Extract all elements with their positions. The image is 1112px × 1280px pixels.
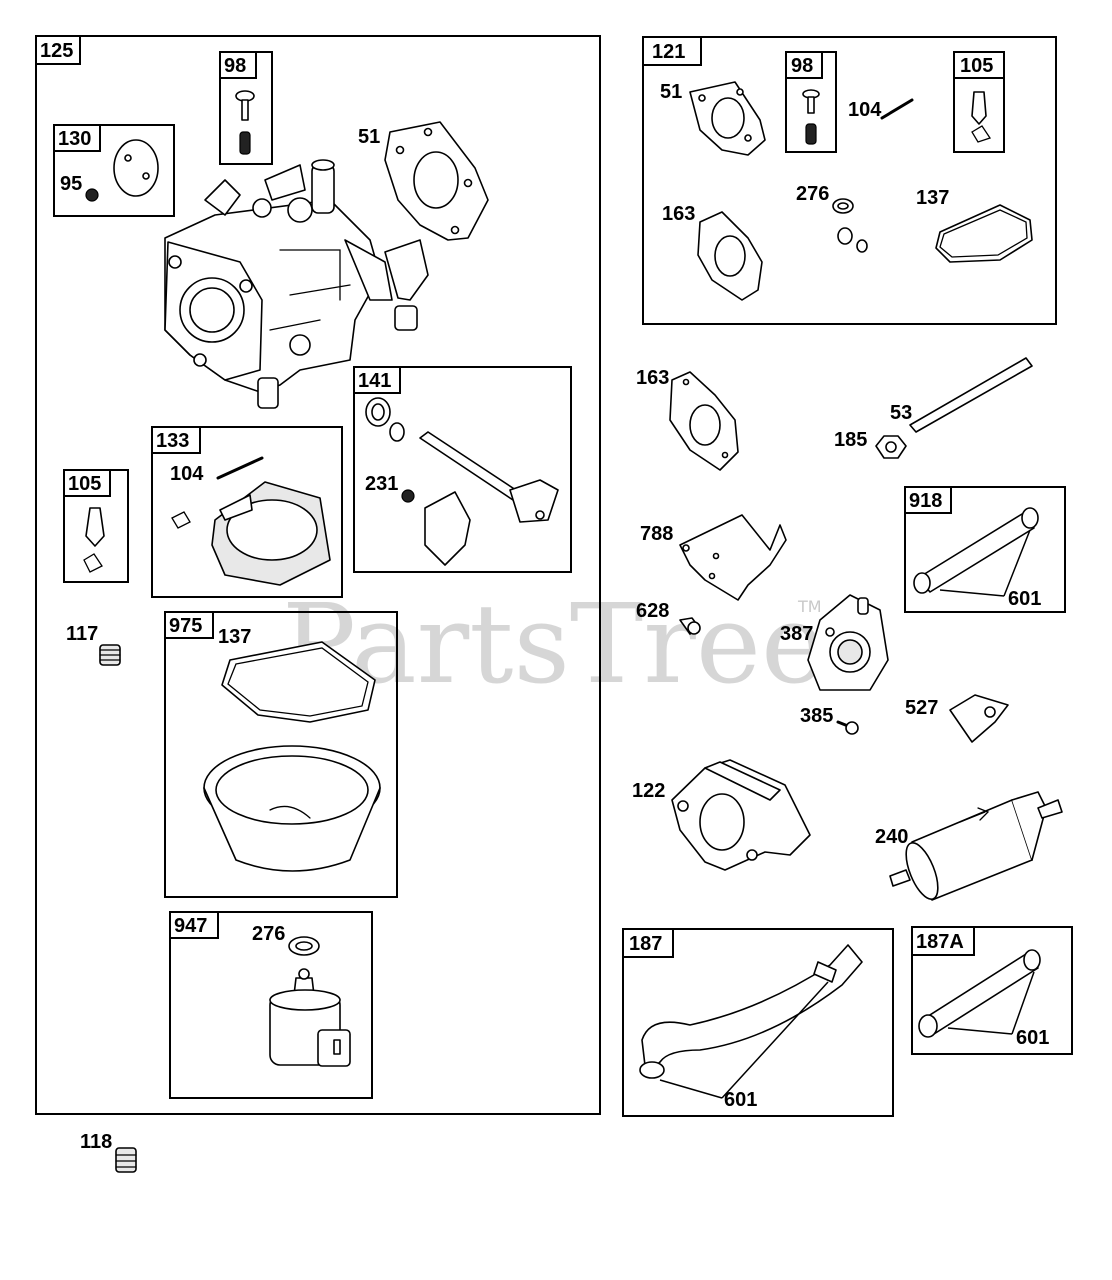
part-788-label: 788	[640, 523, 673, 545]
part-163-right-label: 163	[662, 203, 695, 225]
group-947[interactable]: 947 276	[169, 911, 373, 1099]
nut-185-part	[875, 435, 907, 459]
float-bowl-part	[203, 745, 381, 872]
group-98-left[interactable]: 98	[219, 51, 273, 165]
spacer-122-part	[671, 759, 811, 871]
watermark-trademark: TM	[797, 597, 822, 616]
group-187a-label: 187A	[916, 931, 964, 953]
fuel-pump-387-part	[807, 594, 889, 691]
gasket-51-right-part	[689, 81, 766, 156]
washer-part	[389, 422, 405, 442]
group-125[interactable]: 125	[35, 35, 601, 1115]
part-137-left-label: 137	[218, 626, 251, 648]
group-918[interactable]: 918 601	[904, 486, 1066, 613]
group-133-label: 133	[156, 430, 189, 452]
bracket-788-part	[679, 514, 787, 601]
screw-385-part	[836, 720, 859, 735]
group-975-label: 975	[169, 615, 202, 637]
part-276-right-label: 276	[796, 183, 829, 205]
screw-part	[235, 90, 255, 155]
fuel-line-187-part	[641, 944, 863, 1075]
part-601-b-label: 601	[724, 1089, 757, 1111]
screw-628-part	[679, 617, 701, 635]
part-118-label: 118	[80, 1131, 112, 1153]
part-117-label: 117	[66, 623, 98, 645]
group-187a[interactable]: 187A 601	[911, 926, 1073, 1055]
group-98-left-label: 98	[224, 55, 246, 77]
group-121-label: 121	[652, 41, 685, 63]
part-122-label: 122	[632, 780, 665, 802]
part-601-a-label: 601	[1008, 588, 1041, 610]
part-137-right-label: 137	[916, 187, 949, 209]
group-133[interactable]: 133 104	[151, 426, 343, 598]
fuel-line-187a-part	[921, 953, 1039, 1035]
group-187[interactable]: 187 601	[622, 928, 894, 1117]
part-104-left-label: 104	[170, 463, 204, 485]
group-141-label: 141	[358, 370, 391, 392]
carburetor-body-part	[164, 159, 429, 409]
group-947-label: 947	[174, 915, 207, 937]
fuel-solenoid-part	[269, 968, 351, 1067]
group-975[interactable]: 975 137	[164, 611, 398, 898]
plug-117-part	[99, 644, 121, 666]
plug-118-part	[115, 1147, 137, 1173]
fuel-filter-240-part	[889, 791, 1063, 901]
screw-95-part	[85, 188, 99, 202]
part-628-label: 628	[636, 600, 669, 622]
group-105-left-label: 105	[68, 473, 101, 495]
group-130[interactable]: 130 95	[53, 124, 175, 217]
group-105-right-label: 105	[960, 55, 993, 77]
part-240-label: 240	[875, 826, 908, 848]
part-53-label: 53	[890, 402, 912, 424]
part-385-label: 385	[800, 705, 833, 727]
stud-53-part	[909, 357, 1033, 433]
inlet-needle-part	[83, 507, 105, 573]
fuel-line-918-part	[917, 513, 1035, 593]
group-141[interactable]: 141 231	[353, 366, 572, 573]
part-387-label: 387	[780, 623, 813, 645]
throttle-plate-part	[424, 491, 471, 566]
part-601-c-label: 601	[1016, 1027, 1049, 1049]
part-104-right-label: 104	[848, 99, 882, 121]
group-121[interactable]: 121 51 98 104 105 276 137 163	[642, 36, 1057, 325]
part-51-right-label: 51	[660, 81, 682, 103]
part-276-left-label: 276	[252, 923, 285, 945]
plate-part	[113, 139, 159, 197]
clip-527-part	[949, 694, 1009, 743]
gasket-137-left-part	[221, 641, 376, 723]
group-187-label: 187	[629, 933, 662, 955]
group-125-label: 125	[40, 40, 73, 62]
part-527-label: 527	[905, 697, 938, 719]
group-105-left[interactable]: 105	[63, 469, 129, 583]
throttle-shaft-part	[419, 431, 559, 523]
part-231-label: 231	[365, 473, 398, 495]
group-130-label: 130	[58, 128, 91, 150]
part-163-label: 163	[636, 367, 669, 389]
float-part	[211, 481, 331, 586]
part-95-label: 95	[60, 173, 82, 195]
part-51-left-label: 51	[358, 126, 380, 148]
gasket-51-left-part	[384, 121, 489, 241]
part-185-label: 185	[834, 429, 867, 451]
group-918-label: 918	[909, 490, 942, 512]
group-98-right-label: 98	[791, 55, 813, 77]
gasket-163-part	[669, 371, 739, 471]
